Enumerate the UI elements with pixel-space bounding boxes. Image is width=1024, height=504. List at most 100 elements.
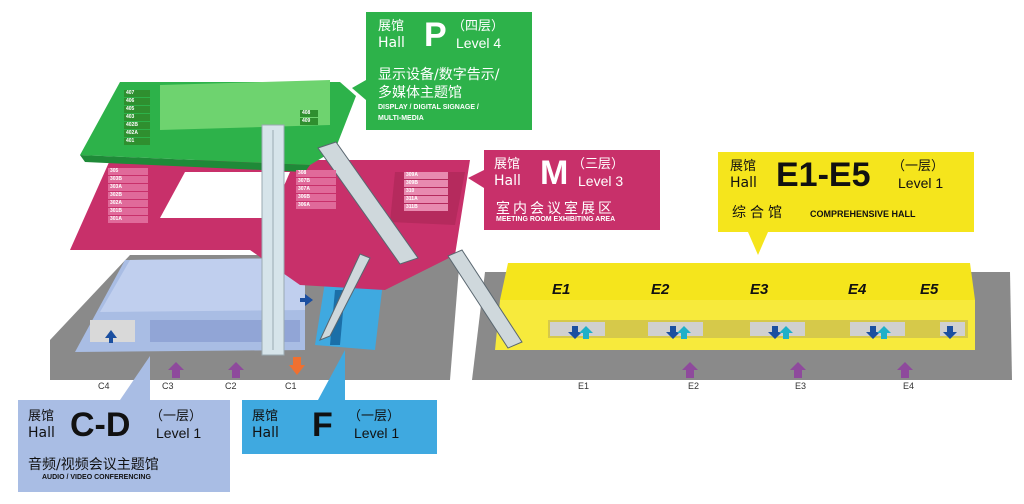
p-booths-left: 407 406 405 403 402B 402A 401 xyxy=(124,90,150,146)
hall-en-label: Hall xyxy=(378,35,405,51)
booth: 309A xyxy=(404,172,448,179)
sign-hall-p: 展馆 Hall P （四层） Level 4 显示设备/数字告示/ 多媒体主题馆… xyxy=(372,14,530,128)
hall-letter: P xyxy=(424,16,447,54)
theme-cn-line-1: 显示设备/数字告示/ xyxy=(378,67,500,83)
gate-label-e1: E1 xyxy=(578,381,590,391)
booth: 305 xyxy=(108,168,148,175)
hall-en-label: Hall xyxy=(730,175,757,191)
level-cn: （一层） xyxy=(348,409,401,424)
gate-label-e2: E2 xyxy=(688,381,700,391)
theme-en: AUDIO / VIDEO CONFERENCING xyxy=(42,474,151,481)
gate-label-e3: E3 xyxy=(795,381,807,391)
level-en: Level 1 xyxy=(156,425,202,441)
gate-label-e4: E4 xyxy=(903,381,915,391)
theme-en-line-1: DISPLAY / DIGITAL SIGNAGE / xyxy=(378,104,479,111)
level-en: Level 1 xyxy=(898,175,944,191)
booth: 309B xyxy=(404,180,448,187)
booth: 402B xyxy=(124,122,150,129)
gate-label-c3: C3 xyxy=(162,381,174,391)
booth: 307A xyxy=(296,186,336,193)
booth: 303B xyxy=(108,176,148,183)
theme-en: COMPREHENSIVE HALL xyxy=(810,209,916,219)
hall-cd-roof xyxy=(100,258,305,312)
hall-p-roof xyxy=(160,80,330,130)
zone-label-e1: E1 xyxy=(552,281,571,298)
hall-en-label: Hall xyxy=(494,173,521,189)
booth: 311A xyxy=(404,196,448,203)
level-cn: （一层） xyxy=(150,409,203,424)
hall-e-roof xyxy=(500,263,975,300)
pointer-m xyxy=(468,170,484,188)
booth: 409 xyxy=(300,118,318,125)
hall-letter: M xyxy=(540,154,569,192)
hall-p-edge xyxy=(80,155,310,172)
booth: 405 xyxy=(124,106,150,113)
zone-label-e5: E5 xyxy=(920,281,939,298)
theme-cn-line-2: 多媒体主题馆 xyxy=(378,85,462,101)
sign-box-m xyxy=(484,150,660,230)
hall-letter: C-D xyxy=(70,406,131,444)
hall-cn-label: 展馆 xyxy=(252,409,279,424)
sign-hall-e: 展馆 Hall E1-E5 （一层） Level 1 综合馆 COMPREHEN… xyxy=(724,154,972,230)
booth: 307B xyxy=(296,178,336,185)
level-cn: （四层） xyxy=(452,19,505,34)
sign-hall-f: 展馆 Hall F （一层） Level 1 xyxy=(246,402,434,452)
booth: 310 xyxy=(404,188,448,195)
booth: 302B xyxy=(108,192,148,199)
sign-box-p xyxy=(366,12,532,130)
booth: 306A xyxy=(296,202,336,209)
gate-label-c2: C2 xyxy=(225,381,237,391)
booth: 401 xyxy=(124,138,150,145)
escalator-m-e xyxy=(447,249,523,349)
sign-box-f xyxy=(242,400,437,454)
entrance-arrows xyxy=(168,362,913,378)
zone-label-e2: E2 xyxy=(651,281,670,298)
door-arrows xyxy=(105,294,957,343)
level-en: Level 4 xyxy=(456,35,502,51)
booth: 311B xyxy=(404,204,448,211)
hall-cn-label: 展馆 xyxy=(28,409,55,424)
pointer-f xyxy=(318,350,345,400)
booth: 306B xyxy=(296,194,336,201)
pointer-e xyxy=(748,232,768,255)
exit-arrow-c1 xyxy=(289,357,305,375)
booth: 301B xyxy=(108,208,148,215)
level-cn: （一层） xyxy=(892,159,945,174)
booth: 408 xyxy=(300,110,318,117)
theme-cn: 音频/视频会议主题馆 xyxy=(28,457,159,473)
booth: 301A xyxy=(108,216,148,223)
gate-label-c4: C4 xyxy=(98,381,110,391)
theme-cn: 综合馆 xyxy=(732,205,786,221)
hall-cn-label: 展馆 xyxy=(494,157,521,172)
zone-label-e3: E3 xyxy=(750,281,769,298)
hall-cn-label: 展馆 xyxy=(730,159,757,174)
level-en: Level 3 xyxy=(578,173,624,189)
level-en: Level 1 xyxy=(354,425,400,441)
booth: 302A xyxy=(108,200,148,207)
theme-cn: 室内会议室展区 xyxy=(496,201,615,217)
hall-en-label: Hall xyxy=(252,425,279,441)
hall-m-courtyard xyxy=(160,172,290,218)
booth: 407 xyxy=(124,90,150,97)
p-booths-right: 408 409 xyxy=(300,110,318,126)
m-booths-left: 305 303B 303A 302B 302A 301B 301A xyxy=(108,168,148,224)
pointer-p xyxy=(352,80,366,100)
m-booths-middle: 308 307B 307A 306B 306A xyxy=(296,170,336,210)
escalator-m-f xyxy=(319,253,371,341)
booth: 403 xyxy=(124,114,150,121)
hall-cd-entrance-room xyxy=(90,320,135,342)
theme-en: MEETING ROOM EXHIBITING AREA xyxy=(496,216,616,223)
sign-hall-m: 展馆 Hall M （三层） Level 3 室内会议室展区 MEETING R… xyxy=(488,152,658,228)
booth: 406 xyxy=(124,98,150,105)
level-cn: （三层） xyxy=(572,157,625,172)
hall-letter: E1-E5 xyxy=(776,156,871,194)
theme-en-line-2: MULTI-MEDIA xyxy=(378,115,424,122)
e-door-4 xyxy=(850,322,905,336)
zone-label-e4: E4 xyxy=(848,281,867,298)
sign-box-cd xyxy=(18,400,230,492)
sign-hall-cd: 展馆 Hall C-D （一层） Level 1 音频/视频会议主题馆 AUDI… xyxy=(22,402,228,490)
hall-cn-label: 展馆 xyxy=(378,19,405,34)
escalator-p-m xyxy=(317,141,419,265)
sign-box-e xyxy=(718,152,974,232)
